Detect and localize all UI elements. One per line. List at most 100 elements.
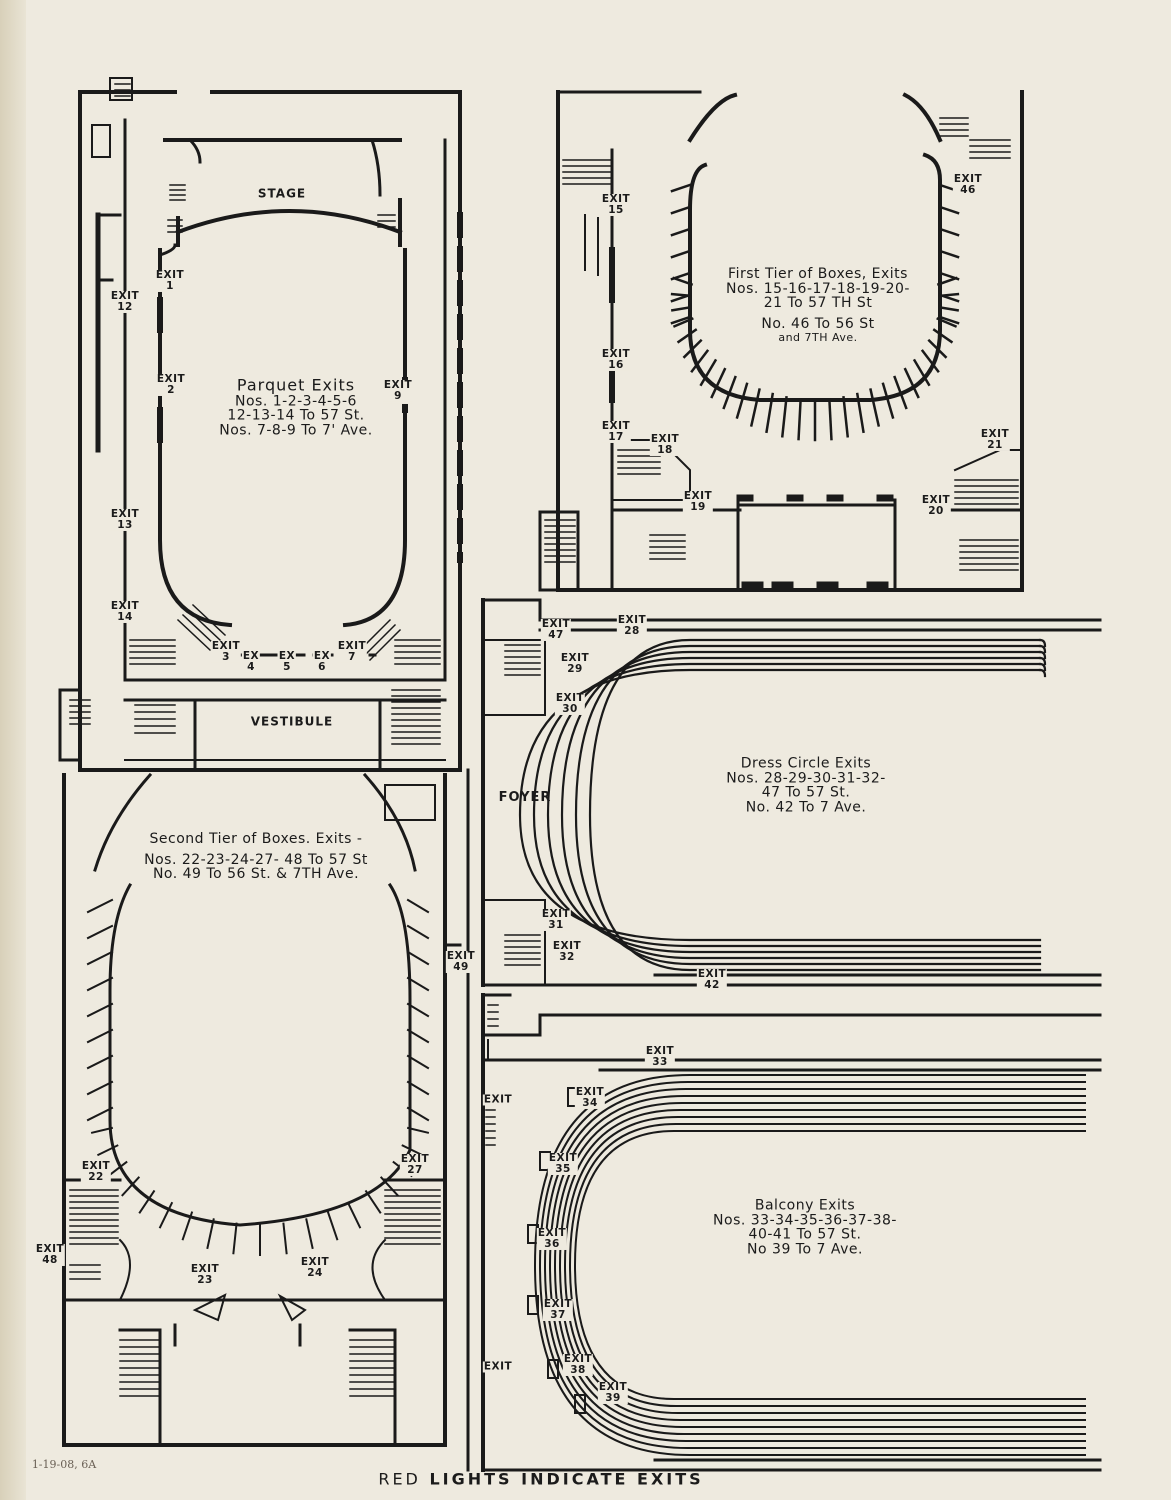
exit-number: 17 (608, 431, 624, 443)
box-divider (676, 328, 698, 344)
exit-word: EXIT (555, 691, 585, 704)
box-divider (690, 349, 710, 374)
parquet-line-3: Nos. 7-8-9 To 7' Ave. (219, 422, 373, 439)
box-divider (670, 305, 692, 312)
box-divider (86, 924, 114, 940)
seat-row (573, 1130, 1086, 1400)
foyer-label: FOYER (498, 790, 552, 806)
box-divider (364, 1189, 382, 1214)
exit-word: EXIT (483, 1360, 513, 1373)
box-divider (682, 338, 703, 359)
balcony-box (547, 1359, 559, 1379)
exit-number: 19 (690, 501, 706, 513)
dress-circle-line-1: Nos. 28-29-30-31-32- (726, 770, 886, 787)
box-divider (670, 249, 692, 259)
box-divider (181, 1211, 194, 1241)
box-divider (780, 395, 788, 438)
exit-word: EXIT (483, 1093, 513, 1106)
exit-number: 2 (167, 384, 175, 396)
parquet-line-2: 12-13-14 To 57 St. (227, 408, 365, 425)
box-divider (158, 1201, 174, 1229)
exit-word: EXIT (541, 617, 571, 630)
exit-word: EXIT (980, 427, 1010, 440)
box-divider (927, 338, 948, 359)
exit-word: EXIT (548, 1151, 578, 1164)
exit-e40-label: EXIT (482, 1093, 514, 1106)
box-divider (406, 976, 430, 992)
exit-word: EX (278, 649, 296, 662)
exit-word: EXIT (156, 372, 186, 385)
exit-number: 14 (117, 611, 133, 623)
first-tier-line-3: No. 46 To 56 St (761, 315, 875, 332)
box-divider (406, 898, 430, 914)
dress-circle-line-2: 47 To 57 St. (761, 785, 851, 801)
exit-number: 13 (117, 519, 133, 531)
exit-word: EXIT (697, 967, 727, 980)
exit-word: EXIT (953, 172, 983, 185)
seat-row (546, 656, 1042, 954)
balcony-line-1: Nos. 33-34-35-36-37-38- (713, 1212, 897, 1229)
box-divider (96, 1144, 119, 1157)
box-divider (86, 1002, 114, 1018)
row-end (1038, 638, 1047, 648)
box-divider (699, 358, 718, 387)
row-end (1038, 668, 1047, 678)
footer-caption: RED LIGHTS INDICATE EXITS (378, 1469, 703, 1489)
first-tier-caption: First Tier of Boxes, Exits Nos. 15-16-17… (726, 267, 910, 343)
first-tier-line-1: Nos. 15-16-17-18-19-20- (726, 280, 910, 297)
box-divider (828, 398, 833, 441)
exit-number: 18 (657, 444, 673, 456)
seat-row (538, 1081, 1086, 1449)
exit-word: EXIT (190, 1262, 220, 1275)
exit-number: 37 (550, 1309, 566, 1321)
box-divider (920, 349, 940, 374)
exit-word: EXIT (552, 939, 582, 952)
exit-word: EXIT (110, 289, 140, 302)
box-divider (206, 1218, 215, 1250)
exit-word: EXIT (601, 419, 631, 432)
stage-label: STAGE (257, 186, 307, 201)
footer-red: RED (378, 1469, 421, 1489)
exit-number: 4 (247, 661, 255, 673)
exit-number: 48 (42, 1254, 58, 1266)
parquet-exits-caption: Parquet Exits Nos. 1-2-3-4-5-6 12-13-14 … (219, 377, 373, 439)
box-divider (121, 1176, 141, 1197)
row-end (1038, 662, 1047, 672)
exit-word: EXIT (645, 1044, 675, 1057)
box-divider (842, 395, 850, 438)
exit-e41-label: EXIT (482, 1360, 514, 1373)
box-divider (938, 227, 960, 237)
exit-number: 15 (608, 204, 624, 216)
exit-word: EXIT (563, 1352, 593, 1365)
box-divider (938, 315, 960, 325)
box-divider (670, 271, 692, 281)
exit-number: 16 (608, 359, 624, 371)
exit-word: EXIT (560, 651, 590, 664)
box-divider (326, 1211, 339, 1241)
second-tier-line-2: No. 49 To 56 St. & 7TH Ave. (152, 866, 360, 883)
exit-word: EXIT (650, 432, 680, 445)
box-divider (735, 382, 749, 419)
exit-number: 9 (394, 390, 402, 402)
exit-word: EXIT (35, 1242, 65, 1255)
exit-word: EXIT (81, 1159, 111, 1172)
exit-word: EXIT (617, 613, 647, 626)
row-end (1038, 656, 1047, 666)
box-divider (406, 950, 430, 966)
second-tier-title: Second Tier of Boxes. Exits - (149, 830, 363, 847)
exit-number: 22 (88, 1171, 104, 1183)
